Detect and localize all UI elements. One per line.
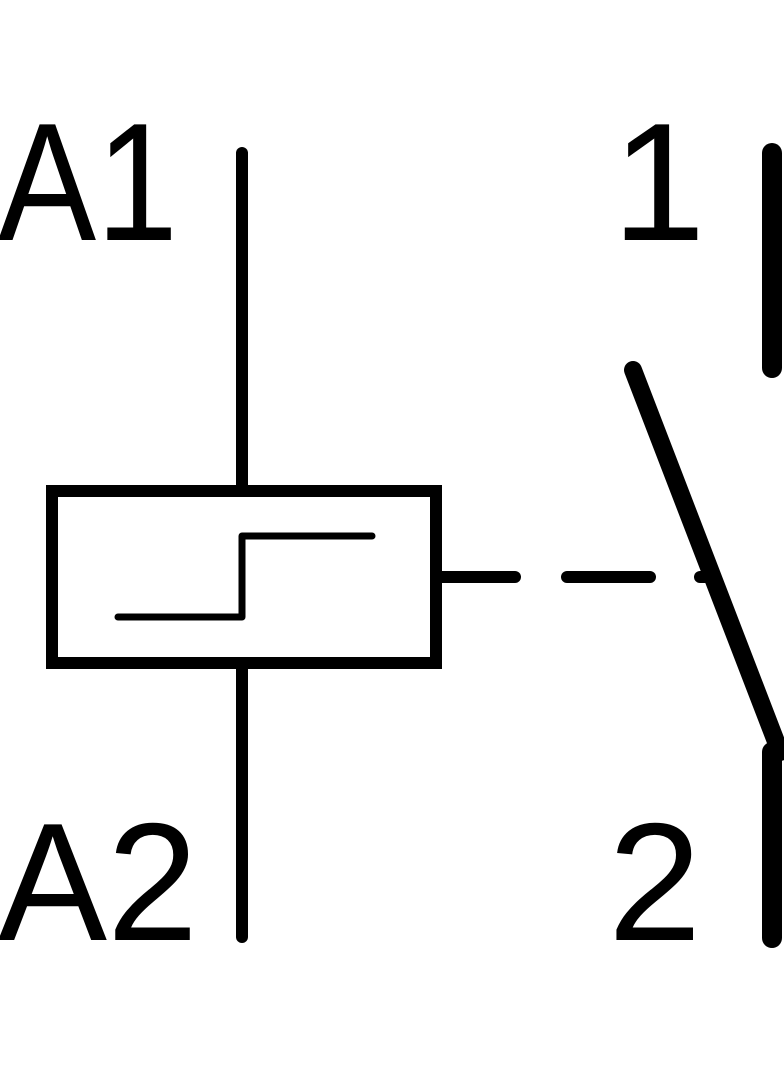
switch-blade [624, 361, 784, 761]
label-a1: A1 [0, 88, 178, 276]
hysteresis-step-symbol [114, 532, 376, 621]
label-a2: A2 [0, 788, 198, 976]
label-1: 1 [612, 88, 705, 276]
label-2: 2 [608, 788, 701, 976]
